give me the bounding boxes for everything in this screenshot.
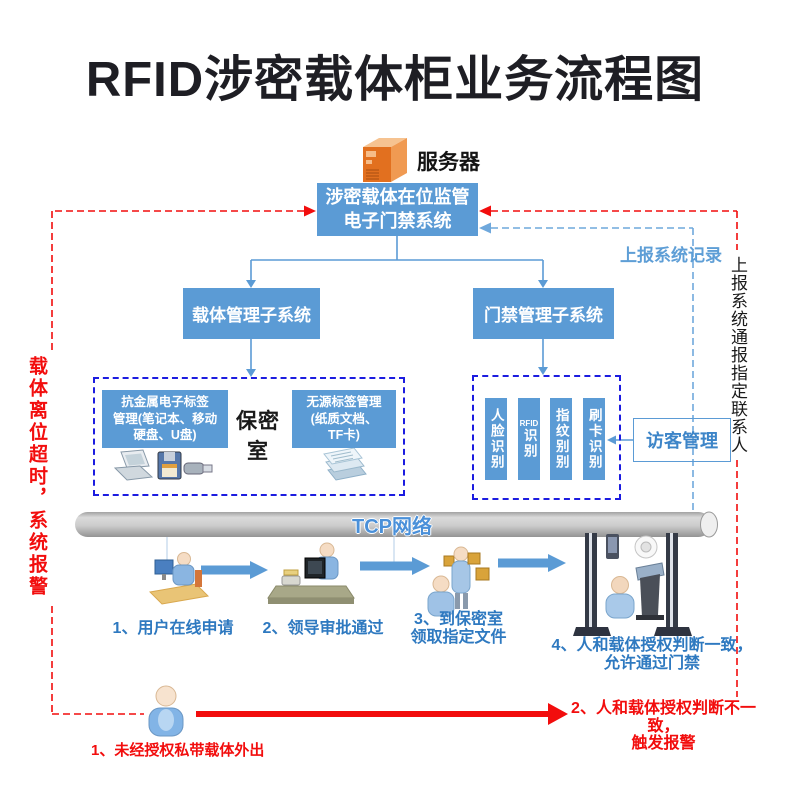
document-stack-icon	[323, 447, 367, 481]
pipe-drop-lines	[166, 537, 395, 563]
step-1-line1: 1、用户在线申请	[112, 620, 234, 637]
card-recognition-box: 刷卡识别	[583, 398, 605, 480]
usb-drive-icon	[183, 462, 213, 475]
fingerprint-recognition-box: 指纹别别	[550, 398, 572, 480]
step-4-line2: 允许通过门禁	[603, 655, 700, 673]
report-dashed-line	[491, 227, 694, 511]
access-gate-icon	[573, 533, 692, 636]
step-4-label: 4、人和载体授权判断一致， 允许通过门禁	[538, 637, 766, 674]
unauthorized-person-icon	[148, 685, 184, 737]
metal-tag-line1: 抗金属电子标签	[121, 395, 209, 410]
alarm-arrowhead-left	[304, 205, 316, 217]
hierarchy-arrowheads	[246, 280, 548, 377]
carrier-panel	[93, 377, 405, 496]
collect-files-icon	[427, 546, 490, 617]
carrier-subsystem-box: 载体管理子系统	[183, 288, 320, 339]
step-3-label: 3、到保密室 领取指定文件	[396, 611, 521, 648]
hierarchy-connectors	[250, 236, 544, 370]
step-3-line1: 3、到保密室	[414, 611, 503, 628]
report-record-label: 上报系统记录	[620, 246, 722, 265]
alarm-mismatch-line2: 触发报警	[631, 735, 696, 753]
method-text: 刷卡识别	[586, 408, 602, 470]
flow-arrows	[201, 558, 548, 575]
main-system-line1: 涉密载体在位监管	[325, 187, 470, 208]
method-text: 指纹别别	[553, 408, 569, 470]
step-2-line1: 2、领导审批通过	[262, 620, 384, 637]
alarm-arrow	[196, 703, 568, 725]
passive-tag-box: 无源标签管理 (纸质文档、 TF卡)	[292, 390, 396, 448]
alarm-dashed-left	[51, 210, 304, 715]
method-prefix: RFID	[519, 418, 539, 428]
alarm-mismatch-label: 2、人和载体授权判断不一致， 触发报警	[556, 700, 771, 753]
metal-tag-line2: 管理(笔记本、移动	[112, 411, 218, 426]
method-text: 识别	[521, 427, 537, 459]
leader-approve-icon	[267, 542, 355, 604]
step-2-label: 2、领导审批通过	[243, 620, 403, 638]
secret-room-label: 保密室	[236, 410, 280, 463]
metal-tag-box: 抗金属电子标签 管理(笔记本、移动 硬盘、U盘)	[102, 390, 228, 448]
page-title: RFID涉密载体柜业务流程图	[85, 53, 705, 107]
unauthorized-exit-label: 1、未经授权私带载体外出	[91, 742, 265, 759]
step-3-line2: 领取指定文件	[410, 629, 507, 647]
report-arrowhead	[479, 222, 491, 234]
rfid-recognition-box: RFID 识别	[518, 398, 540, 480]
visitor-arrow	[607, 435, 633, 445]
server-icon	[363, 138, 407, 182]
tcp-network-label: TCP网络	[352, 516, 432, 538]
tcp-network-pipe	[75, 511, 718, 538]
user-online-apply-icon	[148, 552, 210, 605]
access-subsystem-box: 门禁管理子系统	[473, 288, 614, 339]
flow-arrowheads	[250, 554, 566, 579]
passive-tag-line3: TF卡)	[328, 428, 360, 443]
passive-tag-line2: (纸质文档、	[310, 411, 378, 426]
report-contact-vertical-text: 上报系统通报指定联系人	[728, 256, 747, 454]
access-panel	[472, 375, 621, 500]
passive-tag-line1: 无源标签管理	[306, 395, 382, 410]
step-4-line1: 4、人和载体授权判断一致，	[551, 637, 753, 654]
metal-tag-line3: 硬盘、U盘)	[133, 428, 197, 443]
server-label: 服务器	[417, 151, 480, 174]
floppy-disk-icon	[157, 451, 182, 480]
alarm-dashed-right	[491, 210, 738, 697]
main-system-box: 涉密载体在位监管 电子门禁系统	[317, 183, 478, 236]
laptop-icon	[113, 449, 154, 481]
alarm-mismatch-line1: 2、人和载体授权判断不一致，	[571, 700, 756, 735]
main-system-line2: 电子门禁系统	[343, 210, 452, 231]
visitor-management-box: 访客管理	[633, 418, 731, 462]
method-text: 人脸识别	[488, 408, 504, 470]
left-alarm-vertical-text: 载体离位超时，系统报警	[26, 356, 47, 598]
face-recognition-box: 人脸识别	[485, 398, 507, 480]
alarm-arrowhead-right	[479, 205, 491, 217]
step-1-label: 1、用户在线申请	[98, 620, 248, 638]
